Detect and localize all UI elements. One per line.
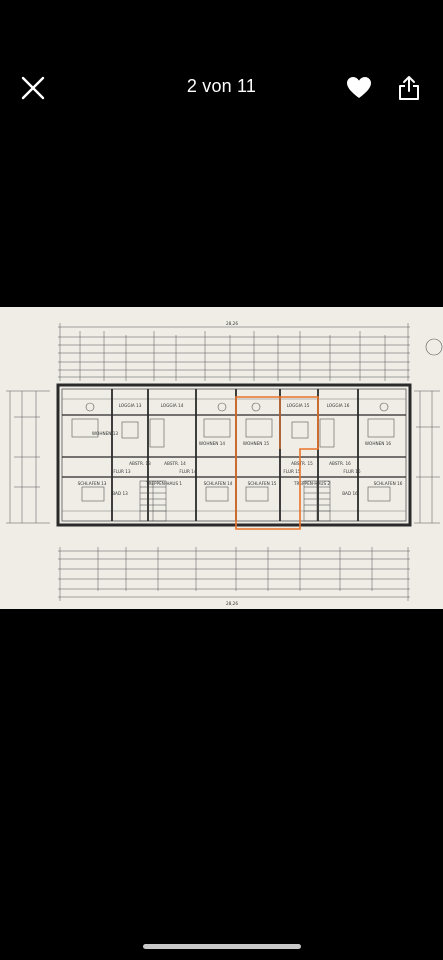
label-wohnen-14: WOHNEN 14 xyxy=(199,441,225,446)
label-schlafen-15: SCHLAFEN 15 xyxy=(248,481,277,486)
home-indicator[interactable] xyxy=(143,944,301,949)
highlighted-apartment-outline xyxy=(235,396,319,530)
share-button[interactable] xyxy=(391,70,427,106)
staircase-1 xyxy=(139,480,167,522)
close-button[interactable] xyxy=(15,70,51,106)
image-counter: 2 von 11 xyxy=(186,76,257,96)
floor-plan-photo[interactable]: 28,26 xyxy=(0,307,443,609)
top-dimension-lines xyxy=(58,326,410,378)
label-bad-16: BAD 16 xyxy=(342,491,358,496)
label-loggia-14: LOGGIA 14 xyxy=(161,403,184,408)
viewer-top-bar: 2 von 11 xyxy=(0,60,443,116)
label-abstellraum-13: ABSTR. 13 xyxy=(129,461,151,466)
like-button[interactable] xyxy=(341,70,377,106)
heart-icon xyxy=(347,77,371,98)
label-loggia-13: LOGGIA 13 xyxy=(119,403,142,408)
label-treppenhaus-1: TREPPEN-HAUS 1 xyxy=(145,481,183,486)
label-schlafen-14: SCHLAFEN 14 xyxy=(204,481,233,486)
overall-width-bottom: 28,26 xyxy=(226,601,238,606)
left-dimension-lines xyxy=(6,390,50,524)
bottom-dimension-lines xyxy=(58,550,410,598)
label-loggia-16: LOGGIA 16 xyxy=(327,403,350,408)
label-bad-13: BAD 13 xyxy=(112,491,128,496)
label-flur-15: FLUR 15 xyxy=(283,469,301,474)
label-flur-13: FLUR 13 xyxy=(113,469,131,474)
label-flur-14: FLUR 14 xyxy=(179,469,197,474)
right-dimension-lines xyxy=(414,390,440,524)
share-icon xyxy=(399,76,419,100)
staircase-2 xyxy=(303,480,331,522)
label-wohnen-16: WOHNEN 16 xyxy=(365,441,391,446)
label-treppenhaus-2: TREPPEN-HAUS 2 xyxy=(293,481,331,486)
label-wohnen-13: WOHNEN 13 xyxy=(92,431,118,436)
north-arrow-symbol xyxy=(425,338,443,356)
overall-width-top: 28,26 xyxy=(226,321,238,326)
label-abstellraum-15: ABSTR. 15 xyxy=(291,461,313,466)
floor-plan-drawing: 28,26 xyxy=(0,307,443,609)
building-outline xyxy=(56,383,412,527)
label-schlafen-16: SCHLAFEN 16 xyxy=(374,481,403,486)
label-abstellraum-14: ABSTR. 14 xyxy=(164,461,186,466)
label-abstellraum-16: ABSTR. 16 xyxy=(329,461,351,466)
label-flur-16: FLUR 16 xyxy=(343,469,361,474)
label-loggia-15: LOGGIA 15 xyxy=(287,403,310,408)
label-schlafen-13: SCHLAFEN 13 xyxy=(78,481,107,486)
label-wohnen-15: WOHNEN 15 xyxy=(243,441,269,446)
close-x-icon xyxy=(21,76,45,100)
